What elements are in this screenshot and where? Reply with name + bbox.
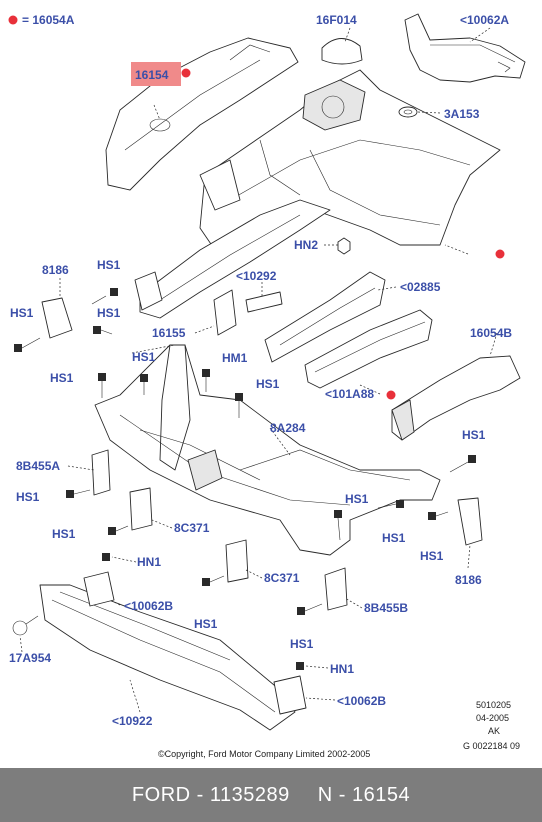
callout-hn1-b[interactable]: HN1 xyxy=(330,662,354,676)
lower-rail-part[interactable] xyxy=(134,199,331,319)
callout-17a954[interactable]: 17A954 xyxy=(9,651,51,665)
callout-10062a[interactable]: <10062A xyxy=(460,13,509,27)
callout-hs1-i[interactable]: HS1 xyxy=(345,492,369,506)
highlight-16154-box xyxy=(131,62,181,86)
marker-dot-right-rail xyxy=(495,249,505,259)
callout-hs1-k[interactable]: HS1 xyxy=(420,549,444,563)
callout-8b455b[interactable]: 8B455B xyxy=(364,601,408,615)
legend-label: = 16054A xyxy=(22,13,75,27)
footer-bar: FORD - 1135289 N - 16154 xyxy=(0,768,542,822)
footer-part-number: FORD - 1135289 xyxy=(131,783,290,806)
footer-reference: N - 16154 xyxy=(317,783,411,806)
legend-marker-dot xyxy=(8,15,18,25)
meta-variant: AK xyxy=(488,726,500,736)
bolt-hs1-l[interactable] xyxy=(202,575,225,586)
callout-hs1-l[interactable]: HS1 xyxy=(194,617,218,631)
tow-eye-17a954-part[interactable] xyxy=(12,615,39,636)
callout-3a153[interactable]: 3A153 xyxy=(444,107,480,121)
front-apron-assembly-part[interactable] xyxy=(199,69,501,251)
nut-hn1-b[interactable] xyxy=(296,662,304,670)
callout-hs1-f[interactable]: HS1 xyxy=(256,377,280,391)
callout-16155[interactable]: 16155 xyxy=(152,326,186,340)
callout-hs1-c[interactable]: HS1 xyxy=(10,306,34,320)
subframe-8a284-part[interactable] xyxy=(94,344,441,556)
nut-hn1-a[interactable] xyxy=(102,553,110,561)
callout-hs1-e[interactable]: HS1 xyxy=(132,350,156,364)
reinforcement-02885-part[interactable] xyxy=(264,271,386,363)
callout-10922[interactable]: <10922 xyxy=(112,714,153,728)
exploded-parts-diagram: = 16054A xyxy=(8,13,526,759)
bolt-hs1-k[interactable] xyxy=(428,511,449,520)
bracket-10062b-lower-part[interactable] xyxy=(273,675,307,715)
meta-drawing-number: G 0022184 09 xyxy=(463,741,520,751)
callout-10292[interactable]: <10292 xyxy=(236,269,277,283)
callout-hn1-a[interactable]: HN1 xyxy=(137,555,161,569)
marker-dot-16154 xyxy=(181,68,191,78)
callout-8186-right[interactable]: 8186 xyxy=(455,573,482,587)
callout-02885[interactable]: <02885 xyxy=(400,280,441,294)
bolt-hs1-i[interactable] xyxy=(334,510,342,541)
bolt-hs1-b[interactable] xyxy=(93,326,113,335)
callout-8b455a[interactable]: 8B455A xyxy=(16,459,60,473)
bracket-8c371-lower-part[interactable] xyxy=(225,539,249,583)
callout-8c371-a[interactable]: 8C371 xyxy=(174,521,210,535)
callout-hs1-n[interactable]: HS1 xyxy=(462,428,486,442)
bolt-hs1-e[interactable] xyxy=(140,374,148,395)
callout-8a284[interactable]: 8A284 xyxy=(270,421,306,435)
bolt-hs1-h[interactable] xyxy=(108,525,129,535)
plate-16155-part[interactable] xyxy=(213,289,237,336)
callout-hs1-j[interactable]: HS1 xyxy=(382,531,406,545)
callout-16154[interactable]: 16154 xyxy=(135,68,169,82)
cap-16f014-part[interactable] xyxy=(321,38,363,65)
callout-hs1-g[interactable]: HS1 xyxy=(16,490,40,504)
callout-16f014[interactable]: 16F014 xyxy=(316,13,357,27)
callout-8c371-b[interactable]: 8C371 xyxy=(264,571,300,585)
callout-16054b[interactable]: 16054B xyxy=(470,326,512,340)
bolt-hm1[interactable] xyxy=(202,369,210,392)
callout-8186-left[interactable]: 8186 xyxy=(42,263,69,277)
callout-hs1-d[interactable]: HS1 xyxy=(50,371,74,385)
bolt-hs1-c[interactable] xyxy=(14,337,41,352)
meta-code: 5010205 xyxy=(476,700,511,710)
mount-8b455b-part[interactable] xyxy=(324,567,348,611)
callout-hs1-b[interactable]: HS1 xyxy=(97,306,121,320)
bolt-hs1-g[interactable] xyxy=(66,489,91,498)
bumper-beam-10922-part[interactable] xyxy=(39,584,296,731)
copyright-text: ©Copyright, Ford Motor Company Limited 2… xyxy=(158,749,370,759)
callout-10062b-a[interactable]: <10062B xyxy=(124,599,173,613)
marker-dot-101a88 xyxy=(386,390,396,400)
bolt-hs1-j[interactable] xyxy=(377,500,404,509)
callout-hn2[interactable]: HN2 xyxy=(294,238,318,252)
callout-hs1-m[interactable]: HS1 xyxy=(290,637,314,651)
bolt-hs1-n[interactable] xyxy=(449,455,476,473)
bracket-8c371-upper-part[interactable] xyxy=(129,487,153,531)
bracket-10292-part[interactable] xyxy=(245,291,283,313)
member-101a88-part[interactable] xyxy=(304,309,433,389)
bracket-10062b-upper-part[interactable] xyxy=(83,571,115,607)
callout-10062b-b[interactable]: <10062B xyxy=(337,694,386,708)
callout-hm1[interactable]: HM1 xyxy=(222,351,248,365)
callout-hs1-a[interactable]: HS1 xyxy=(97,258,121,272)
bolt-hs1-f[interactable] xyxy=(235,393,243,418)
bolt-hs1-m[interactable] xyxy=(297,603,323,615)
bolt-hs1-a[interactable] xyxy=(91,288,118,305)
bracket-8186-right-part[interactable] xyxy=(457,497,483,546)
nut-hn2-part[interactable] xyxy=(337,237,351,255)
callout-hs1-h[interactable]: HS1 xyxy=(52,527,76,541)
callout-101a88[interactable]: <101A88 xyxy=(325,387,374,401)
bracket-8186-left-part[interactable] xyxy=(41,297,73,339)
bracket-10062a-part[interactable] xyxy=(404,13,526,83)
grommet-3a153-part[interactable] xyxy=(398,106,418,118)
mount-8b455a-part[interactable] xyxy=(91,449,111,496)
bolt-hs1-d[interactable] xyxy=(98,373,106,398)
extension-16054b-part[interactable] xyxy=(391,355,521,441)
meta-date: 04-2005 xyxy=(476,713,509,723)
